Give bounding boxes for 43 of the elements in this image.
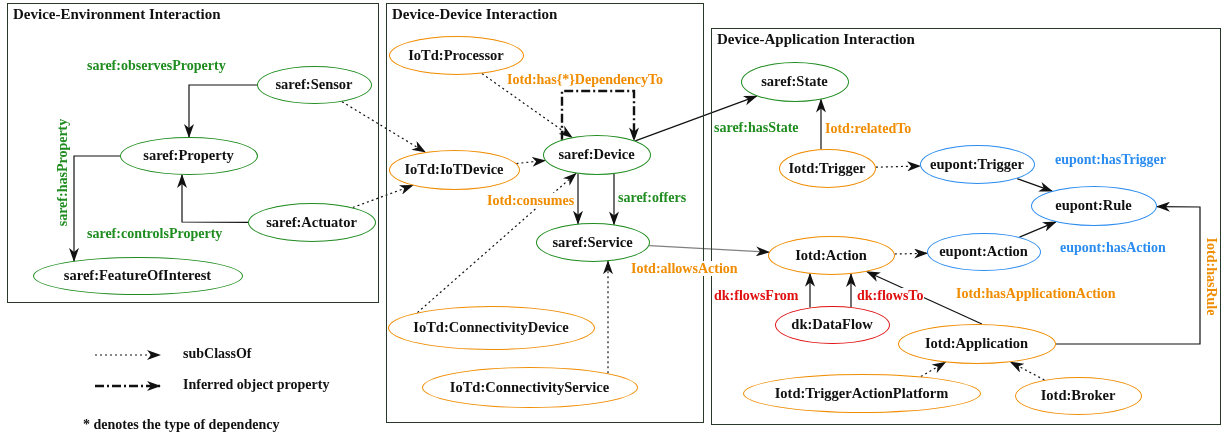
edge-label: Iotd:allowsAction <box>630 261 739 276</box>
legend-text: Inferred object property <box>183 377 330 393</box>
edge-label: Iotd:has{*}DependencyTo <box>506 72 664 87</box>
arrow <box>1018 221 1057 238</box>
group-title: Device-Environment Interaction <box>13 6 221 23</box>
edge-label: saref:offers <box>617 190 688 205</box>
edge-label: dk:flowsTo <box>856 288 925 303</box>
dotted-arrow <box>341 101 426 153</box>
edge-label: eupont:hasAction <box>1059 240 1167 255</box>
edge-label: dk:flowsFrom <box>713 288 800 303</box>
arrow <box>69 155 121 262</box>
arrow <box>816 98 826 150</box>
edge-label: eupont:hasTrigger <box>1054 152 1167 167</box>
group-title: Device-Application Interaction <box>717 31 915 48</box>
arrow <box>648 245 770 257</box>
edge-label: saref:controlsProperty <box>86 226 224 241</box>
dash-dot-arrow <box>560 89 639 142</box>
arrow <box>609 173 619 226</box>
edge-label: saref:hasProperty <box>55 117 71 227</box>
arrow <box>634 95 758 142</box>
note-text: * denotes the type of dependency <box>83 417 280 433</box>
edge-label: saref:hasState <box>713 120 800 135</box>
edge-label: Iotd:relatedTo <box>824 121 913 136</box>
edge-label: Iotd:hasRule <box>1204 236 1220 316</box>
dotted-arrow <box>603 260 613 374</box>
arrow <box>1016 178 1054 192</box>
edge-label: Iotd:consumes <box>486 193 576 208</box>
arrow <box>805 272 815 309</box>
group-title: Device-Device Interaction <box>392 6 558 23</box>
dotted-arrow <box>920 361 947 378</box>
arrow <box>846 273 856 308</box>
legend-text: subClassOf <box>183 346 252 362</box>
arrow <box>184 84 258 138</box>
arrow <box>573 173 583 225</box>
edge-label: saref:observesProperty <box>86 58 227 73</box>
arrow <box>177 173 249 223</box>
dotted-arrow <box>481 73 573 138</box>
dotted-arrow <box>875 161 922 172</box>
dotted-arrow <box>416 172 577 314</box>
arrow <box>1055 201 1201 345</box>
dotted-arrow <box>1009 361 1045 381</box>
dotted-arrow <box>894 248 929 259</box>
edge-label: Iotd:hasApplicationAction <box>955 286 1117 301</box>
